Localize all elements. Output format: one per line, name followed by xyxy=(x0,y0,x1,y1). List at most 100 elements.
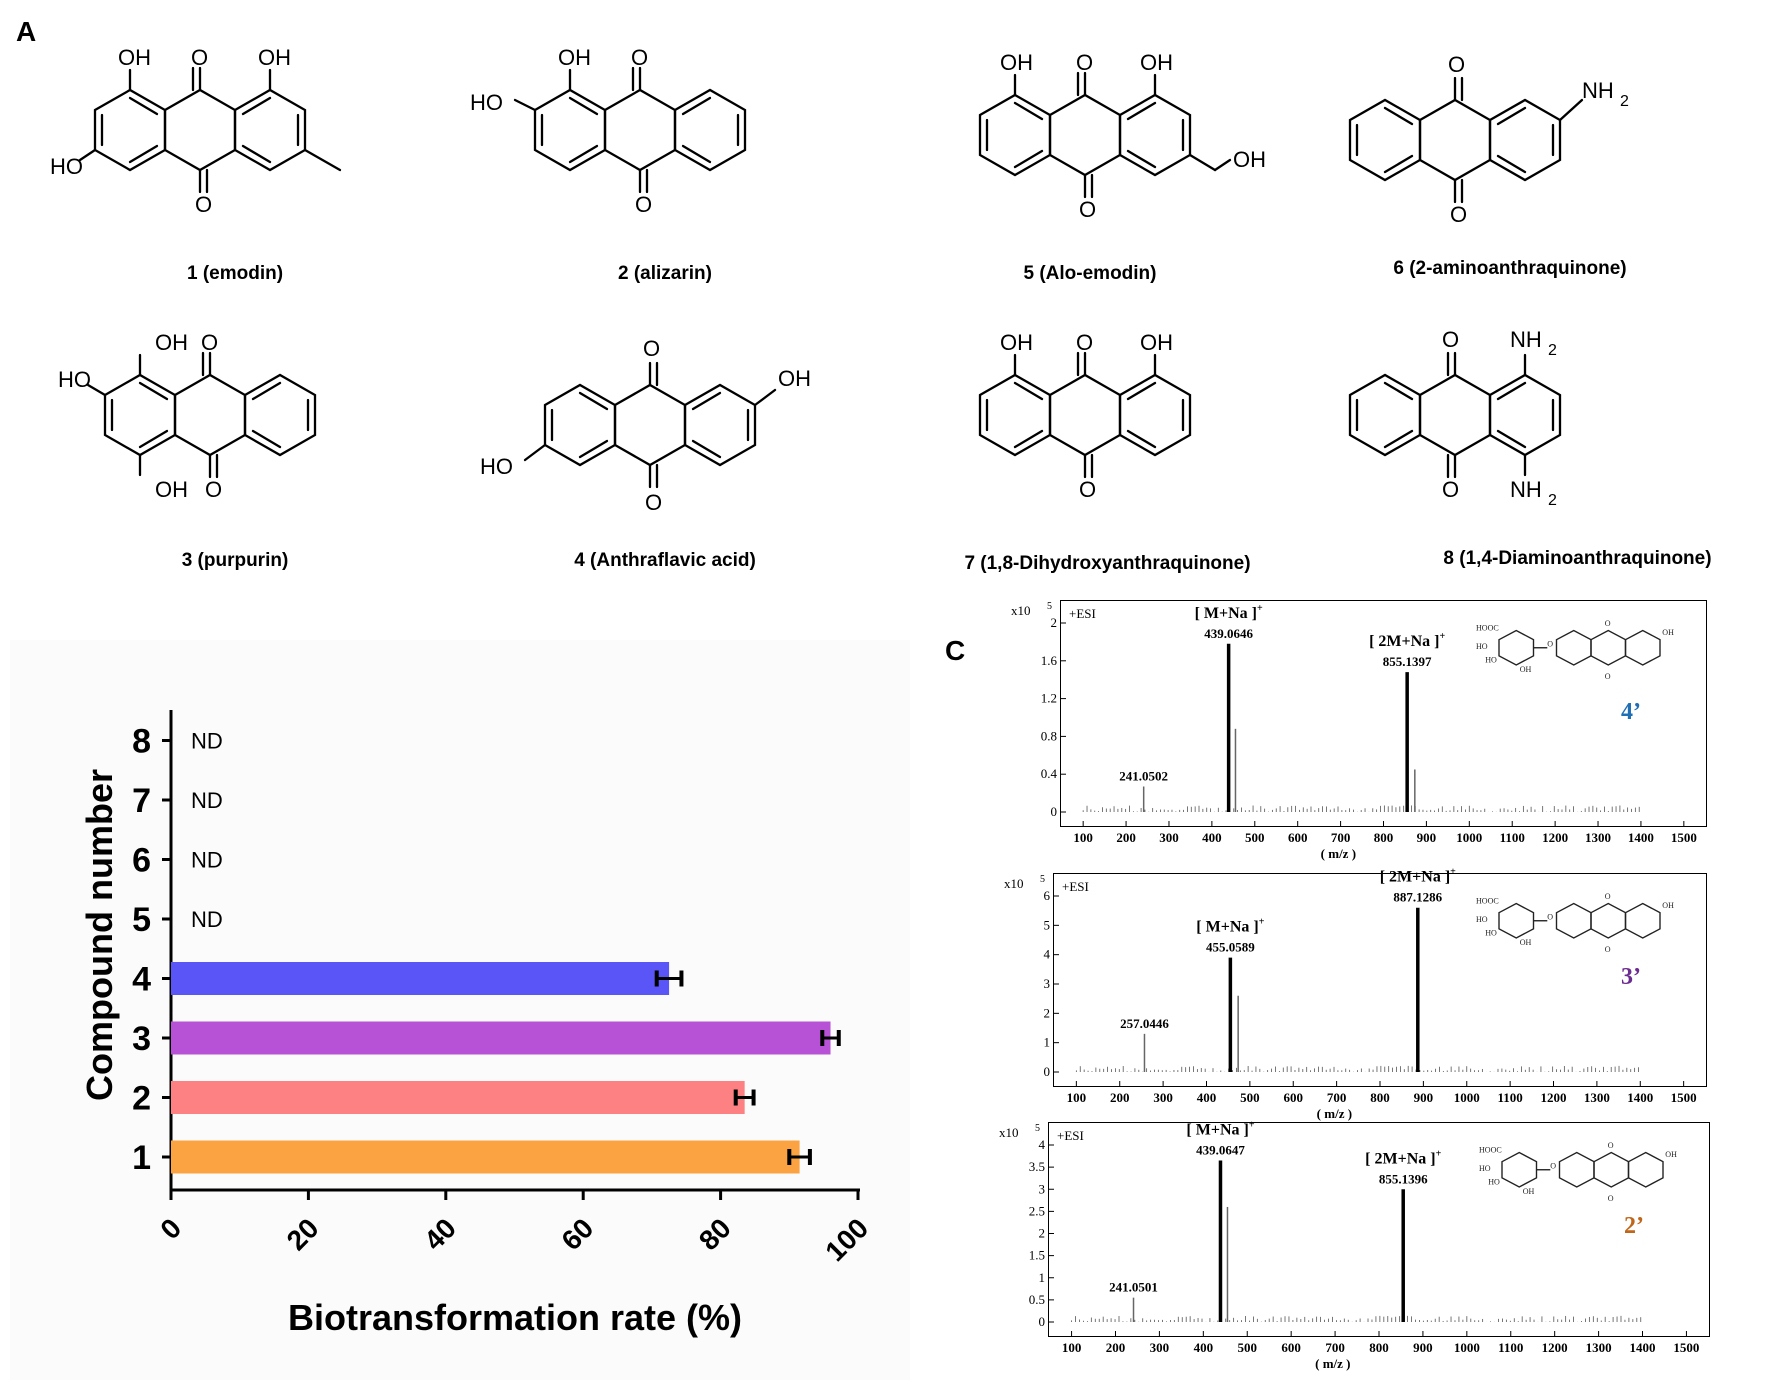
x-tick-label: 200 xyxy=(1106,1340,1126,1355)
compound-5-oh-2: OH xyxy=(1140,50,1173,75)
compound-7-oxo-1: O xyxy=(1076,330,1093,355)
compound-7-oh-2: OH xyxy=(1140,330,1173,355)
y-tick-label: 2 xyxy=(1051,615,1058,630)
x-tick-label: 500 xyxy=(1245,830,1265,845)
compound-6-oxo-1: O xyxy=(1448,52,1465,77)
x-tick-label: 1500 xyxy=(1671,830,1697,845)
svg-text:O: O xyxy=(1605,672,1611,681)
compound-5-label: 5 (Alo-emodin) xyxy=(1023,263,1157,284)
x-tick-label: 800 xyxy=(1369,1340,1389,1355)
peak-mz-label: 887.1286 xyxy=(1393,890,1442,905)
svg-text:O: O xyxy=(1608,1141,1614,1150)
svg-text:O: O xyxy=(1605,892,1611,901)
x-tick-label: 400 xyxy=(1197,1090,1217,1105)
x-tick-label: 1400 xyxy=(1628,830,1654,845)
x-tick-label: 700 xyxy=(1327,1090,1347,1105)
x-tick-label: 900 xyxy=(1413,1340,1433,1355)
panel-b-background xyxy=(10,640,910,1380)
svg-text:O: O xyxy=(1550,1162,1556,1171)
ion-charge: + xyxy=(1257,603,1263,614)
x-tick-label: 500 xyxy=(1240,1090,1260,1105)
svg-text:HO: HO xyxy=(1476,915,1488,924)
x-tick-label: 1100 xyxy=(1500,830,1525,845)
compound-3-structure: OH O HO OH O xyxy=(58,330,317,502)
baseline-noise xyxy=(1075,1065,1639,1072)
x-tick-label: 1000 xyxy=(1454,1340,1480,1355)
compound-4-oxo-1: O xyxy=(643,336,660,361)
peak-mz-label: 439.0647 xyxy=(1196,1142,1245,1157)
ionization-mode-label: +ESI xyxy=(1062,879,1089,894)
ion-label: [ 2M+Na ]+ xyxy=(1380,867,1456,886)
x-tick-label: 800 xyxy=(1374,830,1394,845)
y-exponent: 5 xyxy=(1047,601,1052,612)
compound-1-oxo-2: O xyxy=(195,192,212,217)
compound-2-oxo-1: O xyxy=(631,45,648,70)
svg-text:OH: OH xyxy=(1523,1187,1535,1196)
baseline-noise xyxy=(1082,805,1640,812)
ionization-mode-label: +ESI xyxy=(1069,606,1096,621)
y-tick-label: 1 xyxy=(1044,1035,1051,1050)
peak-mz-label: 241.0502 xyxy=(1119,768,1168,783)
ion-charge: + xyxy=(1249,1119,1255,1130)
x-tick-label: 100 xyxy=(1067,1090,1087,1105)
compound-label: 4’ xyxy=(1621,699,1641,725)
compound-label: 3’ xyxy=(1621,964,1641,990)
x-tick-label: 900 xyxy=(1414,1090,1434,1105)
ion-charge: + xyxy=(1440,631,1446,642)
compound-8-label: 8 (1,4-Diaminoanthraquinone) xyxy=(1443,548,1712,569)
x-tick-label: 1300 xyxy=(1584,1090,1610,1105)
compound-6-amine: NH xyxy=(1582,78,1614,103)
y-tick-label: 3 xyxy=(1039,1181,1046,1196)
x-tick-label: 200 xyxy=(1110,1090,1130,1105)
compound-1-oxo-1: O xyxy=(191,45,208,70)
x-tick-label: 700 xyxy=(1325,1340,1345,1355)
y-tick-label: 0 xyxy=(1051,804,1058,819)
y-tick-label: 0.8 xyxy=(1041,728,1057,743)
ion-charge: + xyxy=(1436,1148,1442,1159)
x-tick-label: 200 xyxy=(1116,830,1136,845)
y-tick-label: 6 xyxy=(1044,888,1051,903)
x-tick-label: 300 xyxy=(1150,1340,1170,1355)
compound-8-amine-1: NH xyxy=(1510,327,1542,352)
y-tick-label: 3.5 xyxy=(1029,1159,1045,1174)
x-tick-label: 800 xyxy=(1370,1090,1390,1105)
x-axis-label: ( m/z ) xyxy=(1321,846,1356,861)
y-tick-label: 2 xyxy=(1039,1226,1046,1241)
x-axis-label: ( m/z ) xyxy=(1315,1356,1350,1371)
compound-4-structure: O OH HO O xyxy=(480,336,811,515)
x-tick-label: 1000 xyxy=(1456,830,1482,845)
compound-2-oh: OH xyxy=(558,45,591,70)
y-tick-label: 1 xyxy=(1039,1270,1046,1285)
svg-text:HO: HO xyxy=(1488,1178,1500,1187)
compound-5-oxo-2: O xyxy=(1079,197,1096,222)
compound-2-label: 2 (alizarin) xyxy=(618,263,712,284)
y-tick-label: 2 xyxy=(1044,1005,1051,1020)
compound-1-ho: HO xyxy=(50,154,83,179)
svg-text:O: O xyxy=(1608,1194,1614,1203)
ion-label: [ M+Na ]+ xyxy=(1195,603,1263,622)
x-tick-label: 400 xyxy=(1202,830,1222,845)
compound-3-oh-2: OH xyxy=(155,477,188,502)
x-tick-label: 1200 xyxy=(1542,1340,1568,1355)
y-tick-label: 4 xyxy=(1044,947,1051,962)
x-tick-label: 600 xyxy=(1283,1090,1303,1105)
peak-mz-label: 455.0589 xyxy=(1206,940,1255,955)
compound-5-structure: OH O OH OH O xyxy=(978,50,1266,222)
compound-5-oh-1: OH xyxy=(1000,50,1033,75)
peak-mz-label: 439.0646 xyxy=(1204,626,1253,641)
compound-3-label: 3 (purpurin) xyxy=(181,550,289,571)
y-tick-label: 0 xyxy=(1044,1064,1051,1079)
y-tick-label: 1.2 xyxy=(1041,691,1057,706)
svg-text:HOOC: HOOC xyxy=(1479,1146,1502,1155)
x-tick-label: 1500 xyxy=(1671,1090,1697,1105)
ion-charge: + xyxy=(1259,917,1265,928)
x-tick-label: 1400 xyxy=(1627,1090,1653,1105)
compound-3-oxo-1: O xyxy=(201,330,218,355)
svg-text:O: O xyxy=(1605,945,1611,954)
x-tick-label: 700 xyxy=(1331,830,1351,845)
panel-a-label: A xyxy=(16,16,37,47)
